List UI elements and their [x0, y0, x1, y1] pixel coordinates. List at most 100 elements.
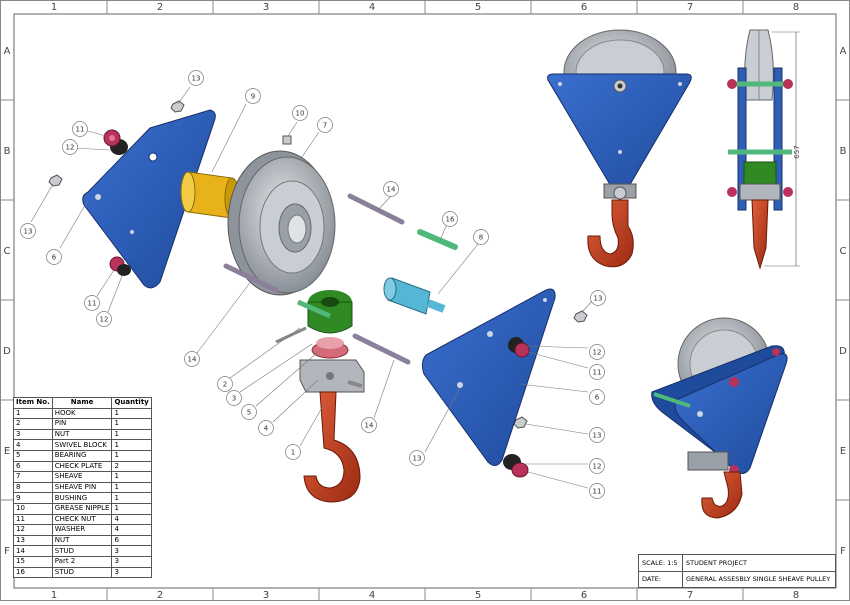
grid-row-label: E [4, 446, 10, 457]
front-view [547, 29, 692, 268]
grid-column-label: 5 [475, 590, 481, 601]
sheave [227, 150, 336, 296]
balloon-b16: 16 [442, 211, 458, 227]
bom-header-name: Name [51, 397, 113, 409]
bom-name: SWIVEL BLOCK [51, 439, 113, 451]
balloon-b14b: 14 [184, 351, 200, 367]
bom-item-no: 12 [13, 524, 53, 536]
bom-name: CHECK NUT [51, 513, 113, 526]
balloon-number: 12 [66, 144, 75, 152]
balloon-b10: 10 [292, 105, 308, 121]
balloon-b3: 3 [226, 390, 242, 406]
balloon-number: 2 [223, 381, 227, 389]
stud-14-mid [352, 333, 411, 365]
stud-16 [417, 229, 458, 250]
leader-lines [30, 86, 594, 489]
balloon-number: 12 [593, 349, 602, 357]
grid-column-label: 2 [157, 2, 163, 13]
grid-row-label: D [3, 346, 11, 357]
balloon-number: 7 [323, 122, 327, 130]
bom-name: GREASE NIPPLE [51, 502, 113, 515]
check-nut-washer-left-top [103, 129, 128, 155]
check-nut-washer-right-bottom [503, 454, 529, 478]
balloon-b8: 8 [473, 229, 489, 245]
bom-name: SHEAVE PIN [51, 481, 113, 494]
grid-column-label: 4 [369, 590, 375, 601]
stud-14-upper [347, 193, 405, 225]
balloon-number: 6 [52, 254, 57, 262]
balloon-b5: 5 [241, 404, 257, 420]
balloon-b6b: 6 [589, 389, 605, 405]
check-plate-left [82, 109, 216, 289]
bom-name: BUSHING [51, 492, 113, 504]
title-block-row-1: SCALE: 1:5 STUDENT PROJECT [639, 555, 835, 572]
balloon-b9: 9 [245, 88, 261, 104]
balloon-layer: 1391011127136141681112141323541141211613… [20, 70, 606, 499]
bom-quantity: 3 [111, 555, 152, 568]
bom-quantity: 1 [111, 449, 152, 462]
balloon-number: 1 [291, 449, 295, 457]
grid-row-label: A [840, 46, 847, 57]
bom-header-quantity: Quantity [111, 397, 152, 409]
balloon-number: 9 [251, 93, 255, 101]
bom-name: SHEAVE [51, 471, 113, 483]
balloon-number: 14 [387, 186, 396, 194]
balloon-b13c: 13 [590, 290, 606, 306]
balloon-number: 10 [296, 110, 305, 118]
bom-item-no: 16 [13, 566, 53, 579]
bom-quantity: 1 [111, 439, 152, 451]
grid-row-label: D [839, 346, 847, 357]
balloon-b13a: 13 [188, 70, 204, 86]
bom-quantity: 4 [111, 524, 152, 536]
balloon-b13b: 13 [20, 223, 36, 239]
balloon-b11a: 11 [72, 121, 88, 137]
balloon-number: 6 [595, 394, 600, 402]
grid-column-label: 3 [263, 590, 269, 601]
bom-quantity: 1 [111, 481, 152, 494]
check-nut-washer-right-top [508, 337, 530, 358]
balloon-number: 12 [100, 316, 109, 324]
title-block-row-2: DATE: GENERAL ASSESBLY SINGLE SHEAVE PUL… [639, 571, 835, 587]
bom-header-row: Item No. Name Quantity [13, 397, 152, 409]
balloon-number: 13 [593, 432, 602, 440]
bom-quantity: 1 [111, 407, 152, 420]
grid-column-label: 3 [263, 2, 269, 13]
bom-item-no: 8 [13, 481, 53, 494]
grid-row-label: F [4, 546, 10, 557]
balloon-number: 11 [593, 369, 602, 377]
balloon-b12c: 12 [589, 344, 605, 360]
grid-column-label: 1 [51, 2, 57, 13]
grease-nipple [282, 135, 292, 145]
grid-row-label: E [840, 446, 846, 457]
balloon-b2: 2 [217, 376, 233, 392]
balloon-number: 16 [446, 216, 455, 224]
bom-name: HOOK [51, 407, 113, 420]
stud-14-lower [223, 263, 279, 293]
balloon-number: 13 [192, 75, 201, 83]
bom-item-no: 4 [13, 439, 53, 451]
project-name: STUDENT PROJECT [686, 559, 747, 567]
balloon-b14a: 14 [383, 181, 399, 197]
grid-row-label: F [840, 546, 846, 557]
bom-name: BEARING [51, 449, 113, 462]
balloon-b14c: 14 [361, 417, 377, 433]
balloon-b13e: 13 [589, 427, 605, 443]
bom-item-no: 10 [13, 502, 53, 515]
bom-quantity: 3 [111, 566, 152, 579]
scale-label: SCALE: 1:5 [642, 559, 678, 567]
date-label: DATE: [642, 575, 662, 583]
bom-name: PIN [51, 418, 113, 430]
bom-item-no: 1 [13, 407, 53, 420]
bom-quantity: 2 [111, 460, 152, 473]
balloon-number: 13 [594, 295, 603, 303]
